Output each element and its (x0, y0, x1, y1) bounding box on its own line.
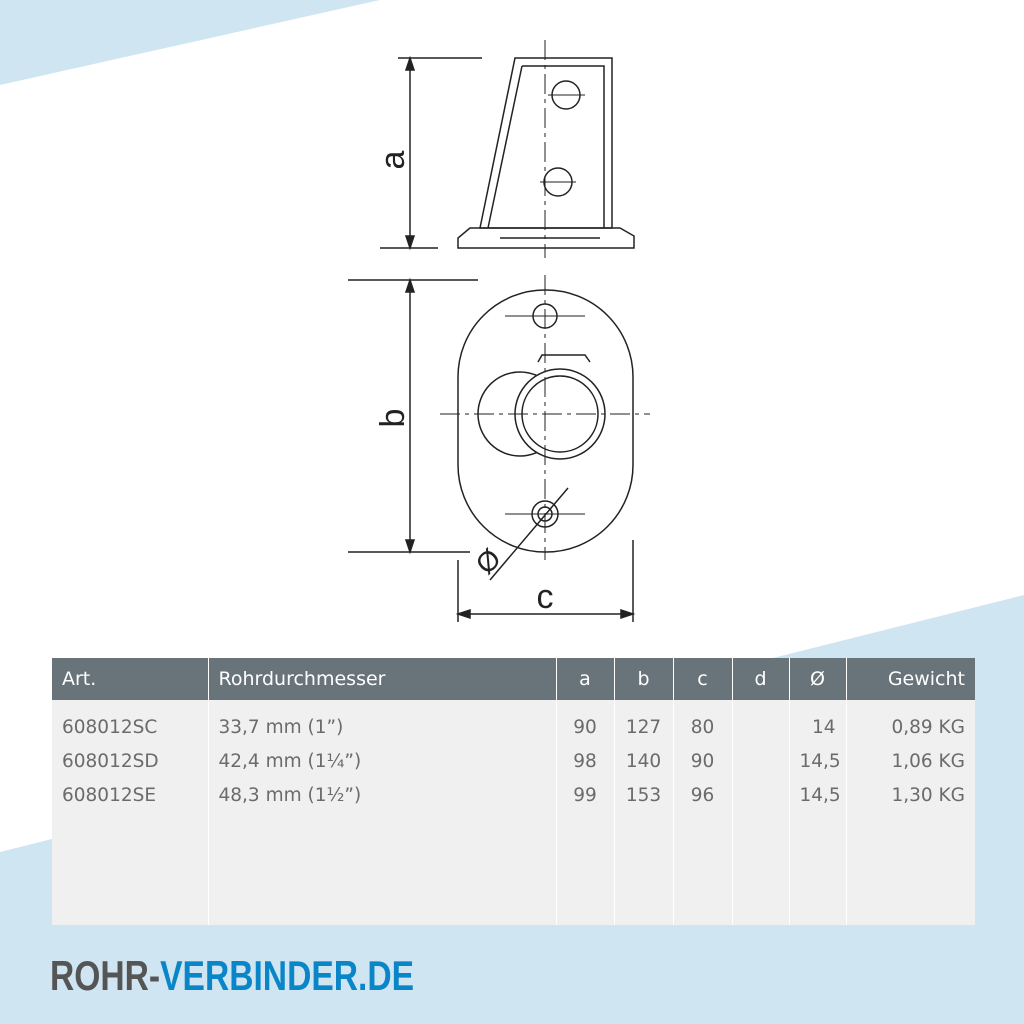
cell-d (732, 778, 790, 812)
cell-art: 608012SD (52, 744, 209, 778)
table-row: 608012SE 48,3 mm (1½”) 99 153 96 14,5 1,… (52, 778, 975, 812)
top-view (348, 275, 650, 622)
cell-diameter: 48,3 mm (1½”) (208, 778, 557, 812)
technical-drawing: a b c Ø (348, 40, 650, 622)
cell-art: 608012SE (52, 778, 209, 812)
header-d: d (732, 658, 790, 700)
header-c: c (673, 658, 733, 700)
cell-a: 98 (556, 744, 615, 778)
table-row: 608012SD 42,4 mm (1¼”) 98 140 90 14,5 1,… (52, 744, 975, 778)
cell-d (732, 700, 790, 744)
cell-a: 99 (556, 778, 615, 812)
dimension-a-label: a (374, 150, 412, 169)
table-row: 608012SC 33,7 mm (1”) 90 127 80 14 0,89 … (52, 700, 975, 744)
header-a: a (556, 658, 615, 700)
cell-d (732, 744, 790, 778)
cell-b: 127 (614, 700, 674, 744)
cell-hole: 14,5 (789, 778, 847, 812)
cell-c: 96 (673, 778, 733, 812)
header-gewicht: Gewicht (846, 658, 975, 700)
cell-weight: 1,06 KG (891, 750, 965, 772)
cell-art: 608012SC (52, 700, 209, 744)
cell-b: 140 (614, 744, 674, 778)
cell-a: 90 (556, 700, 615, 744)
cell-c: 90 (673, 744, 733, 778)
cell-b: 153 (614, 778, 674, 812)
cell-diameter: 33,7 mm (1”) (208, 700, 557, 744)
header-b: b (614, 658, 674, 700)
cell-hole: 14 (789, 700, 847, 744)
specification-table: Art. Rohrdurchmesser a b c d Ø Gewicht 6… (52, 658, 975, 925)
header-art: Art. (52, 658, 209, 700)
header-diameter: Ø (789, 658, 847, 700)
table-filler-row (52, 812, 975, 925)
diameter-label: Ø (470, 543, 507, 580)
cell-weight: 0,89 KG (891, 716, 965, 738)
cell-hole: 14,5 (789, 744, 847, 778)
dimension-c-label: c (537, 578, 554, 616)
header-rohrdurchmesser: Rohrdurchmesser (208, 658, 557, 700)
cell-diameter: 42,4 mm (1¼”) (208, 744, 557, 778)
side-view (380, 40, 635, 258)
cell-c: 80 (673, 700, 733, 744)
brand-logo: ROHR-VERBINDER.DE (50, 952, 415, 999)
cell-weight: 1,30 KG (891, 784, 965, 806)
dimension-b-label: b (374, 409, 412, 428)
table-header-row: Art. Rohrdurchmesser a b c d Ø Gewicht (52, 658, 975, 700)
